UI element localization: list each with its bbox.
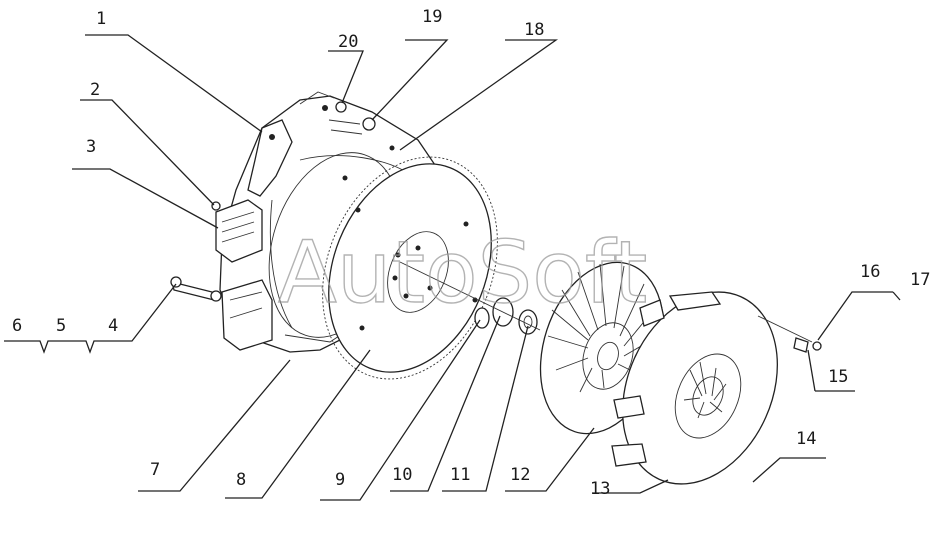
housing-arm [247, 119, 293, 197]
lower-cover [221, 279, 273, 351]
callout-12: 12 [510, 465, 530, 485]
callout-7: 7 [150, 460, 160, 480]
callout-2: 2 [90, 80, 100, 100]
callouts: 1 2 3 4 5 6 7 8 9 10 11 12 13 14 15 16 1… [12, 7, 930, 499]
top-bolt [328, 101, 376, 135]
callout-4: 4 [108, 316, 118, 336]
callout-20: 20 [338, 32, 358, 52]
callout-19: 19 [422, 7, 442, 27]
mounting-bolt [170, 276, 222, 302]
callout-6: 6 [12, 316, 22, 336]
callout-11: 11 [450, 465, 470, 485]
callout-13: 13 [590, 479, 610, 499]
pressure-plate [611, 291, 778, 485]
small-screw [211, 201, 221, 211]
watermark-text: AutoSoft [278, 223, 647, 323]
callout-8: 8 [236, 470, 246, 490]
callout-1: 1 [96, 9, 106, 29]
callout-17: 17 [910, 270, 930, 290]
inspection-cover [215, 199, 263, 263]
callout-18: 18 [524, 20, 544, 40]
pressure-plate-bolt [757, 315, 822, 353]
flywheel [322, 156, 498, 380]
callout-9: 9 [335, 470, 345, 490]
callout-3: 3 [86, 137, 96, 157]
callout-16: 16 [860, 262, 880, 282]
callout-15: 15 [828, 367, 848, 387]
callout-5: 5 [56, 316, 66, 336]
pilot-bearing-set [399, 261, 541, 335]
leader-lines [4, 34, 901, 501]
callout-14: 14 [796, 429, 816, 449]
callout-10: 10 [392, 465, 412, 485]
